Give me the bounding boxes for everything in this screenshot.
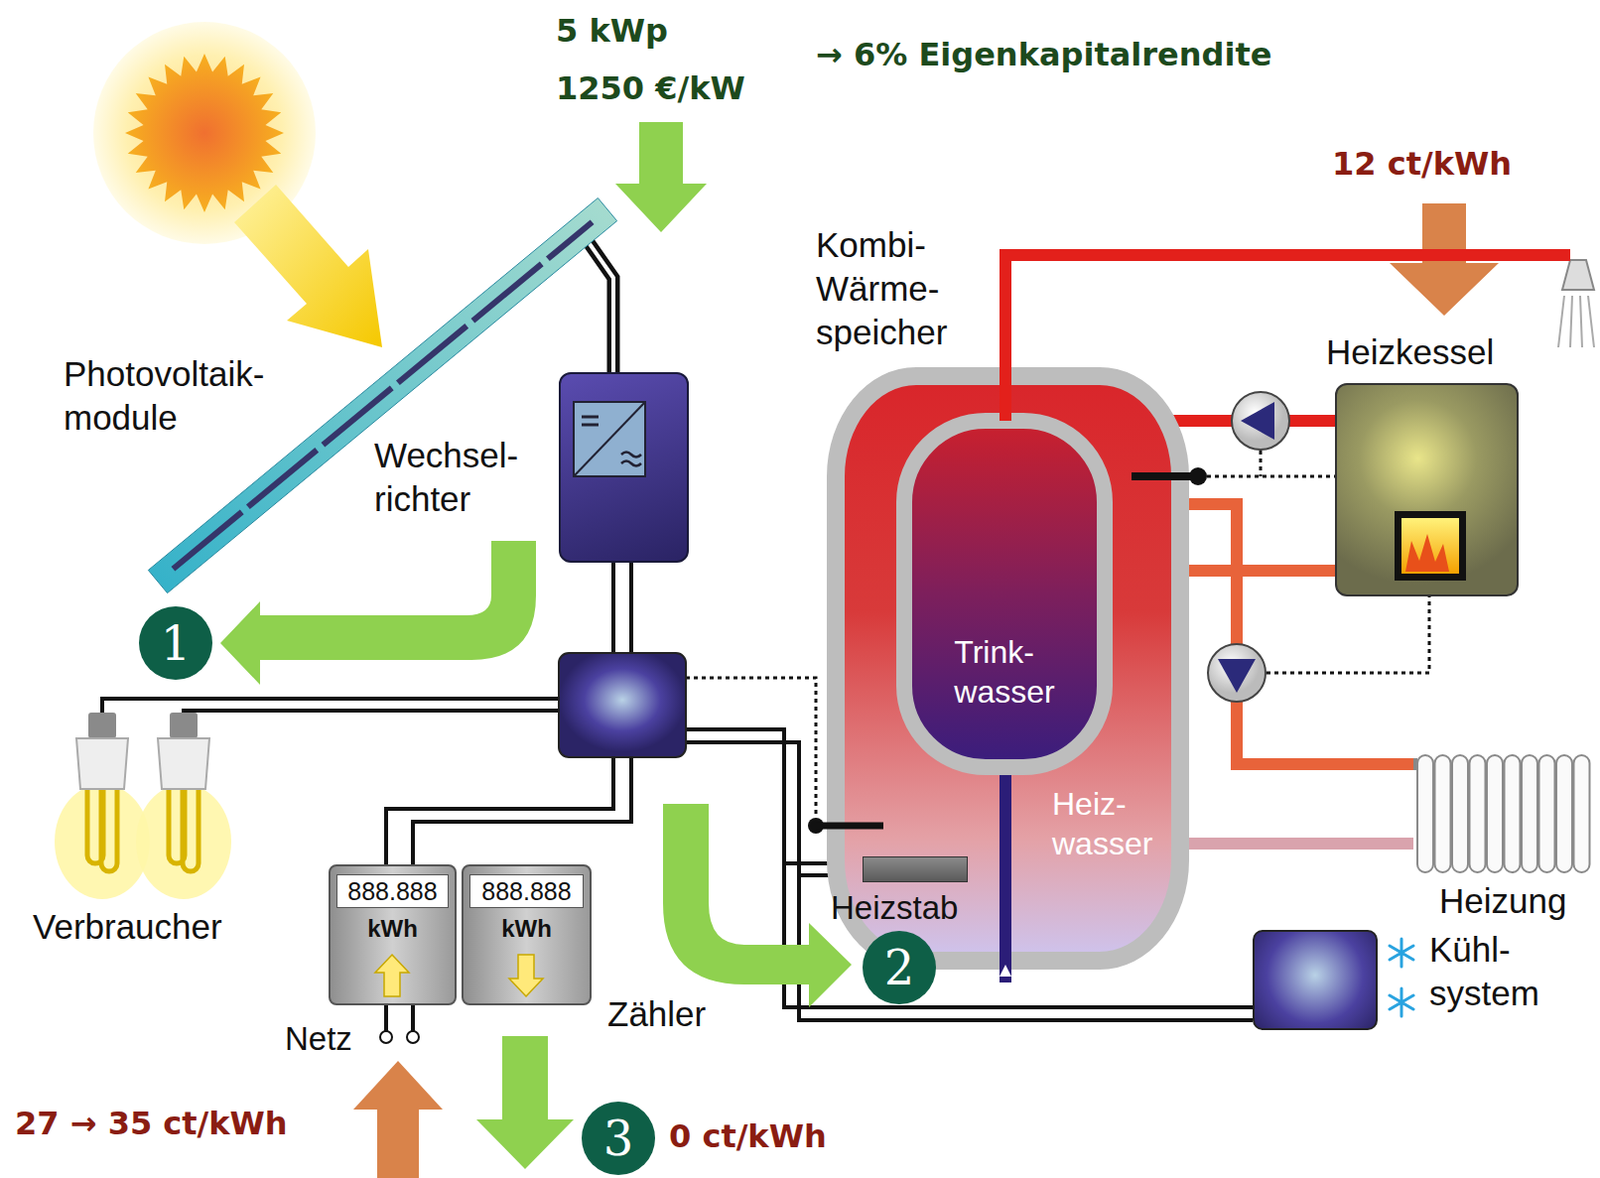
price-label: 27 → 35 ct/kWh (14, 1104, 288, 1143)
radiator-fin (1469, 755, 1486, 873)
inverter-box: Wechsel- richter (558, 372, 689, 563)
part-label: Zähler (607, 992, 706, 1037)
heater-sensor (807, 817, 884, 834)
sun-ray-arrow (234, 184, 383, 348)
heating-rod: Heizstab (862, 856, 968, 883)
part-label: Heizstab (830, 887, 958, 929)
flow-arrow (999, 964, 1012, 977)
grid-arrow (353, 1061, 443, 1178)
callout-number: 1 (138, 606, 213, 680)
meter-unit: kWh (330, 914, 455, 944)
radiator-fin (1452, 755, 1468, 873)
radiator-fin (1504, 755, 1521, 873)
shower (1558, 260, 1595, 348)
pump-control-line (1266, 596, 1430, 673)
grid-terminals (380, 1031, 419, 1044)
heat-arrow (663, 803, 852, 1008)
cable-gap (585, 238, 614, 373)
meter-arrow-in (375, 954, 409, 997)
meter-arrow-out (509, 954, 543, 997)
part-label: Netz (284, 1018, 353, 1060)
drinking-water-tank: Trink- wasser (896, 412, 1113, 776)
part-label: Heizung (1439, 879, 1567, 924)
boiler-fire (1394, 511, 1467, 581)
radiator-fin (1539, 755, 1556, 873)
meter-unit: kWh (463, 914, 590, 944)
price-label: 12 ct/kWh (1332, 144, 1512, 183)
meter-box: 888.888 kWh (328, 864, 457, 1006)
pv-panel-frame (147, 198, 617, 594)
consumer-group: Verbraucher (59, 694, 239, 899)
bulbs (54, 712, 232, 900)
part-label: Verbraucher (32, 905, 223, 949)
snowflakes (1389, 938, 1414, 1017)
hot-water-pipe (1005, 255, 1571, 421)
tank-sensor (1131, 450, 1335, 486)
radiator-fin (1521, 755, 1538, 873)
spec-value: 1250 €/kW (555, 69, 746, 108)
meter-box: 888.888 kWh (461, 864, 592, 1006)
pipe (1159, 837, 1414, 850)
orange-arrows (353, 203, 1499, 1178)
radiator-fin (1574, 755, 1591, 873)
inverter-symbol (573, 401, 646, 477)
meter-display: 888.888 (469, 874, 584, 909)
self-use-arrow (220, 540, 536, 685)
part-label: Kombi- Wärme- speicher (815, 223, 947, 354)
radiator-fin (1486, 755, 1503, 873)
invest-arrow (615, 122, 707, 233)
green-arrows (663, 803, 852, 1008)
cable-outer (585, 238, 614, 373)
pump (1207, 644, 1266, 702)
pv-cable (585, 238, 614, 373)
heat-price-arrow (1389, 203, 1499, 316)
radiator-fin (1435, 755, 1452, 873)
boiler-box: Heizkessel (1334, 383, 1519, 597)
region-label: Trink- wasser (953, 632, 1055, 712)
cooling-box: Kühl- system (1252, 930, 1378, 1031)
price-label: 0 ct/kWh (668, 1117, 827, 1156)
pipe (1159, 414, 1335, 427)
part-label: Wechsel- richter (374, 433, 519, 522)
sun-star-shape (125, 53, 284, 213)
radiator (1409, 755, 1591, 873)
pv-module: Photovoltaik- module (148, 198, 616, 591)
part-label: Heizkessel (1326, 330, 1494, 375)
flow-pipe (1159, 420, 1335, 422)
part-label: Kühl- system (1429, 928, 1540, 1016)
meter-display: 888.888 (336, 874, 449, 909)
radiator-fin (1556, 755, 1573, 873)
control-line (685, 677, 816, 816)
radiator-fin (1417, 755, 1434, 873)
callout-number: 2 (862, 931, 936, 1005)
callout-number: 3 (581, 1101, 656, 1176)
spec-value: 5 kWp (555, 11, 668, 50)
green-arrows (220, 122, 707, 1170)
control-box (558, 653, 686, 758)
region-label: Heiz- wasser (1052, 784, 1153, 864)
return-note: → 6% Eigenkapitalrendite (815, 35, 1272, 74)
pv-cells (172, 222, 592, 569)
pv-panel (148, 198, 616, 591)
feed-in-arrow (476, 1036, 574, 1170)
cold-water-pipe (999, 775, 1012, 983)
part-label: Photovoltaik- module (63, 352, 265, 440)
heating-return-pipe (1159, 843, 1414, 845)
pump (1231, 392, 1290, 450)
sun-star (125, 53, 284, 213)
radiator-node: Heizung (1413, 755, 1593, 873)
